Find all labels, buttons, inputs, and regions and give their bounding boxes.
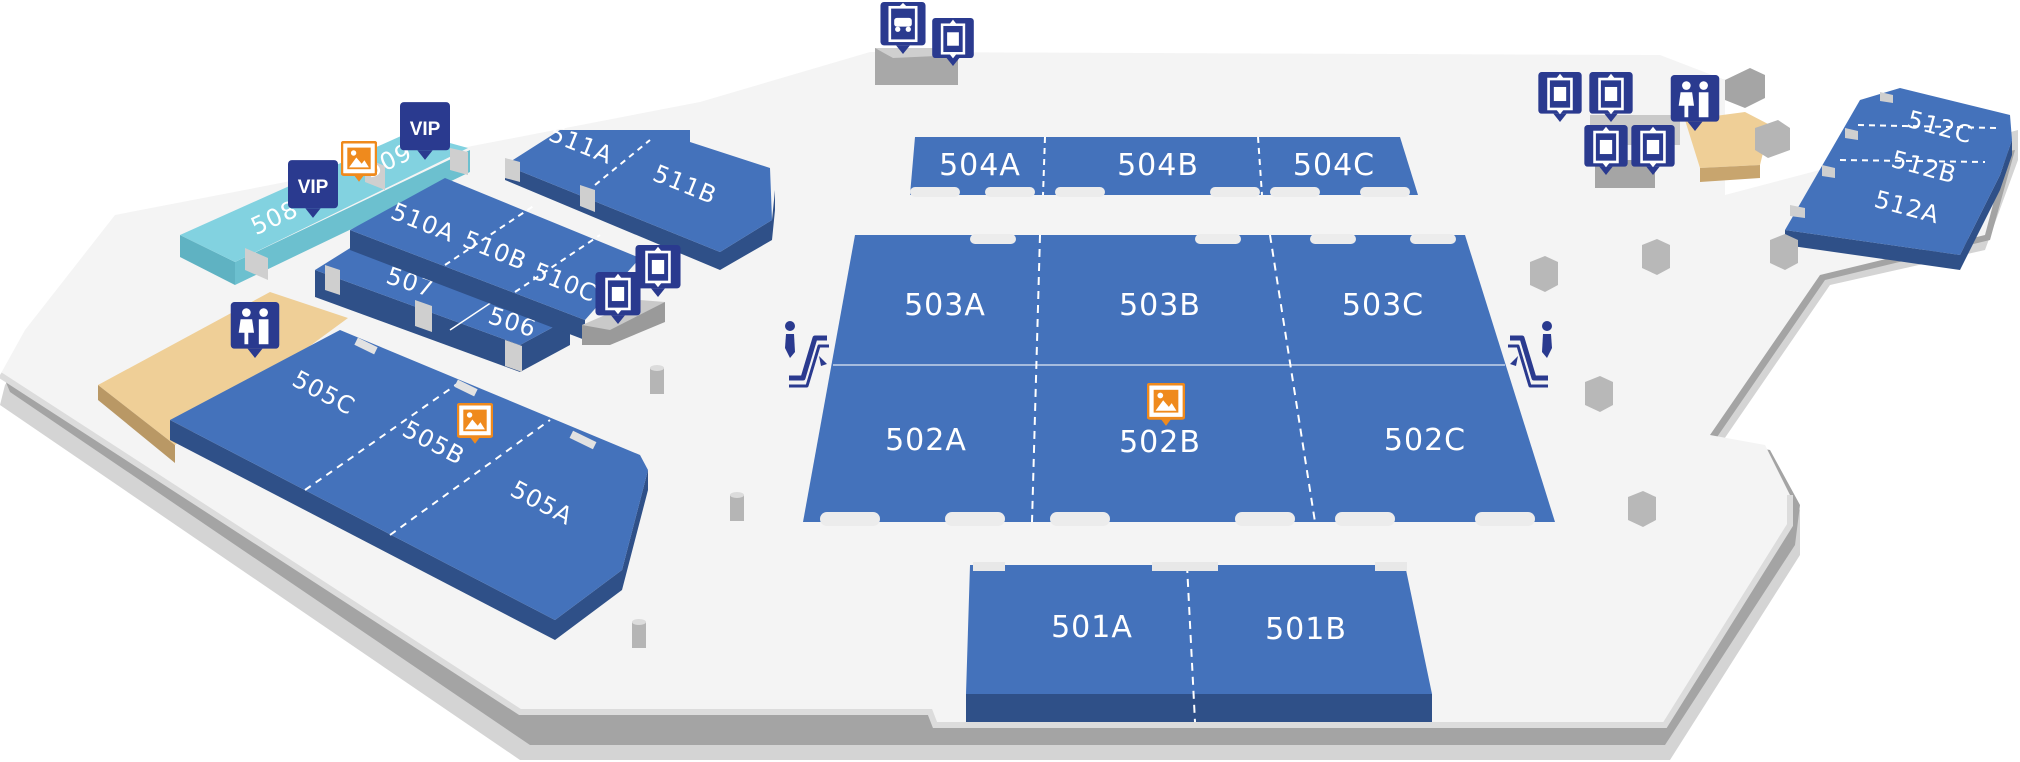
hall-502-503 (803, 234, 1555, 523)
room-503C[interactable]: 503C (1342, 288, 1424, 323)
hall-512: 512C 512B 512A (1785, 88, 2012, 270)
room-503B[interactable]: 503B (1119, 288, 1201, 323)
room-labels-502-503: 503A 503B 503C 502A 502B 502C (885, 288, 1466, 460)
svg-text:VIP: VIP (410, 119, 441, 140)
room-504B[interactable]: 504B (1117, 148, 1199, 183)
hall-501: 501A 501B (966, 562, 1432, 723)
room-504C[interactable]: 504C (1293, 148, 1375, 183)
room-502C[interactable]: 502C (1384, 423, 1466, 458)
photo-icon[interactable] (457, 403, 493, 445)
svg-text:VIP: VIP (298, 177, 329, 198)
hall-510: 510A 510B 510C (350, 178, 640, 340)
room-504A[interactable]: 504A (939, 148, 1021, 183)
room-501A[interactable]: 501A (1051, 610, 1133, 645)
hall-504: 504A 504B 504C (910, 136, 1418, 197)
pillars (632, 234, 1798, 648)
hall-505: 505C 505B 505A (170, 330, 648, 640)
hall-511: 511A 511B (505, 119, 775, 270)
room-501B[interactable]: 501B (1265, 612, 1347, 647)
photo-icon[interactable] (1147, 383, 1185, 427)
hall-506-507: 507 506 (315, 245, 570, 372)
door-tabs (820, 234, 1535, 526)
service-area-right (1590, 68, 1790, 188)
room-503A[interactable]: 503A (904, 288, 986, 323)
vip-pin[interactable]: VIP (288, 160, 338, 218)
service-area-left (98, 292, 348, 463)
room-502B[interactable]: 502B (1119, 425, 1201, 460)
car-elevator-pin[interactable] (880, 2, 926, 54)
vip-pin[interactable]: VIP (400, 102, 450, 160)
room-502A[interactable]: 502A (885, 423, 967, 458)
photo-icon[interactable] (341, 141, 377, 183)
